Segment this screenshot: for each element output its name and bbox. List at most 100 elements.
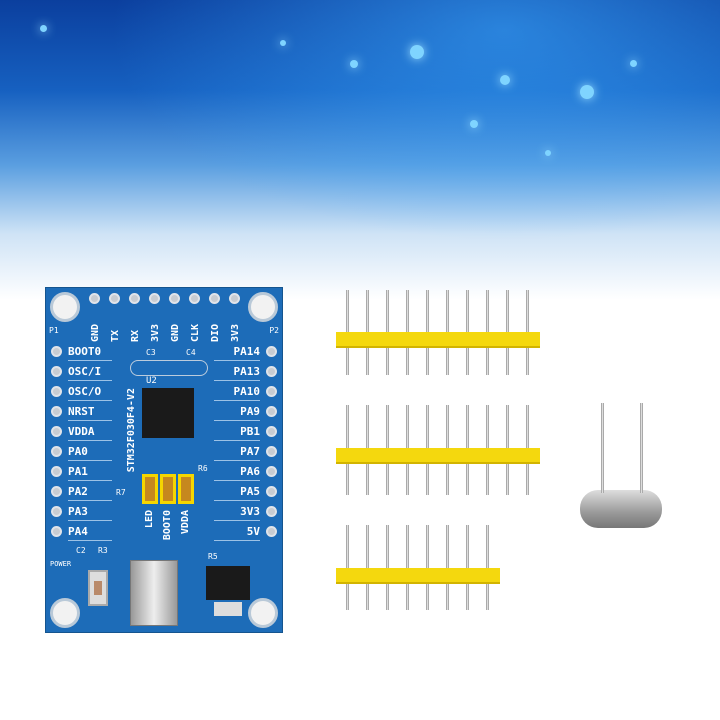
pin-pad[interactable]: [51, 506, 62, 517]
network-node: [350, 60, 358, 68]
right-pin-label: PA10: [214, 382, 260, 401]
left-pin-label: PA1: [68, 462, 112, 481]
right-pin-label: PA13: [214, 362, 260, 381]
left-pin-label: PA2: [68, 482, 112, 501]
pin-header-strip: [336, 332, 540, 348]
pin-pad[interactable]: [209, 293, 220, 304]
header-pin: [486, 525, 489, 610]
pin-pad[interactable]: [169, 293, 180, 304]
header-pin: [446, 525, 449, 610]
pin-pad[interactable]: [51, 346, 62, 357]
jumper-label: LED: [144, 510, 155, 529]
pin-pad[interactable]: [51, 426, 62, 437]
jumper-boot0[interactable]: [160, 474, 176, 504]
jumper-vdda[interactable]: [178, 474, 194, 504]
pin-pad[interactable]: [129, 293, 140, 304]
chip-label: STM32F030F4-V2: [126, 388, 137, 473]
left-pin-label: PA3: [68, 502, 112, 521]
pin-pad[interactable]: [266, 366, 277, 377]
right-pin-label: PB1: [214, 422, 260, 441]
top-pin-label: TX: [110, 329, 121, 342]
r5-label: R5: [208, 552, 218, 561]
pin-pad[interactable]: [89, 293, 100, 304]
header-pin: [426, 525, 429, 610]
top-pin-label: RX: [130, 329, 141, 342]
top-pin-label: DIO: [210, 323, 221, 342]
crystal-lead: [601, 403, 604, 493]
mcu-chip: [142, 388, 194, 438]
pin-pad[interactable]: [51, 466, 62, 477]
right-pin-label: 5V: [214, 522, 260, 541]
header-pin: [346, 525, 349, 610]
mount-hole: [50, 598, 80, 628]
pin-pad[interactable]: [266, 506, 277, 517]
network-node: [580, 85, 594, 99]
pin-pad[interactable]: [109, 293, 120, 304]
pin-pad[interactable]: [266, 406, 277, 417]
network-node: [280, 40, 286, 46]
pin-pad[interactable]: [51, 446, 62, 457]
right-pin-label: PA5: [214, 482, 260, 501]
r3-label: R3: [98, 546, 108, 555]
pin-pad[interactable]: [51, 366, 62, 377]
right-pin-label: 3V3: [214, 502, 260, 521]
pin-pad[interactable]: [266, 346, 277, 357]
mini-usb-port[interactable]: [130, 560, 178, 626]
pin-pad[interactable]: [149, 293, 160, 304]
left-pin-label: VDDA: [68, 422, 112, 441]
pin-pad[interactable]: [51, 486, 62, 497]
jumper-led[interactable]: [142, 474, 158, 504]
network-node: [410, 45, 424, 59]
network-node: [470, 120, 478, 128]
pin-pad[interactable]: [189, 293, 200, 304]
network-node: [500, 75, 510, 85]
header-pin: [386, 525, 389, 610]
left-pin-label: PA0: [68, 442, 112, 461]
stm32-dev-board: P1 P2 U2 C3 C4 STM32F030F4-V2 LED BOOT0 …: [45, 287, 283, 633]
pin-header-strip: [336, 448, 540, 464]
pin-pad[interactable]: [51, 406, 62, 417]
header-pin: [466, 525, 469, 610]
pin-pad[interactable]: [266, 526, 277, 537]
power-label: POWER: [50, 560, 72, 568]
reset-button[interactable]: [88, 570, 108, 606]
network-node: [40, 25, 47, 32]
pin-pad[interactable]: [51, 526, 62, 537]
pin-pad[interactable]: [51, 386, 62, 397]
p2-label: P2: [269, 326, 279, 335]
regulator-tab: [214, 602, 242, 616]
pin-pad[interactable]: [266, 426, 277, 437]
c2-label: C2: [76, 546, 86, 555]
right-pin-label: PA7: [214, 442, 260, 461]
crystal-lead: [640, 403, 643, 493]
pin-pad[interactable]: [229, 293, 240, 304]
top-pin-label: 3V3: [230, 323, 241, 342]
pin-pad[interactable]: [266, 386, 277, 397]
right-pin-label: PA9: [214, 402, 260, 421]
pin-pad[interactable]: [266, 446, 277, 457]
mount-hole: [248, 598, 278, 628]
p1-label: P1: [49, 326, 59, 335]
u2-label: U2: [146, 376, 157, 386]
jumper-label: VDDA: [180, 510, 191, 535]
pin-pad[interactable]: [266, 466, 277, 477]
pin-pad[interactable]: [266, 486, 277, 497]
pin-header-strip: [336, 568, 500, 584]
left-pin-label: PA4: [68, 522, 112, 541]
top-pin-label: CLK: [190, 323, 201, 342]
network-node: [630, 60, 637, 67]
right-pin-label: PA6: [214, 462, 260, 481]
top-pin-label: 3V3: [150, 323, 161, 342]
c4-label: C4: [186, 348, 196, 357]
top-pin-label: GND: [170, 323, 181, 342]
right-pin-label: PA14: [214, 342, 260, 361]
left-pin-label: NRST: [68, 402, 112, 421]
left-pin-label: OSC/O: [68, 382, 112, 401]
left-pin-label: BOOT0: [68, 342, 112, 361]
tech-network-background: [0, 0, 720, 300]
r7-label: R7: [116, 488, 126, 497]
mount-hole: [50, 292, 80, 322]
voltage-regulator: [206, 566, 250, 600]
top-pin-label: GND: [90, 323, 101, 342]
crystal-footprint: [130, 360, 208, 376]
